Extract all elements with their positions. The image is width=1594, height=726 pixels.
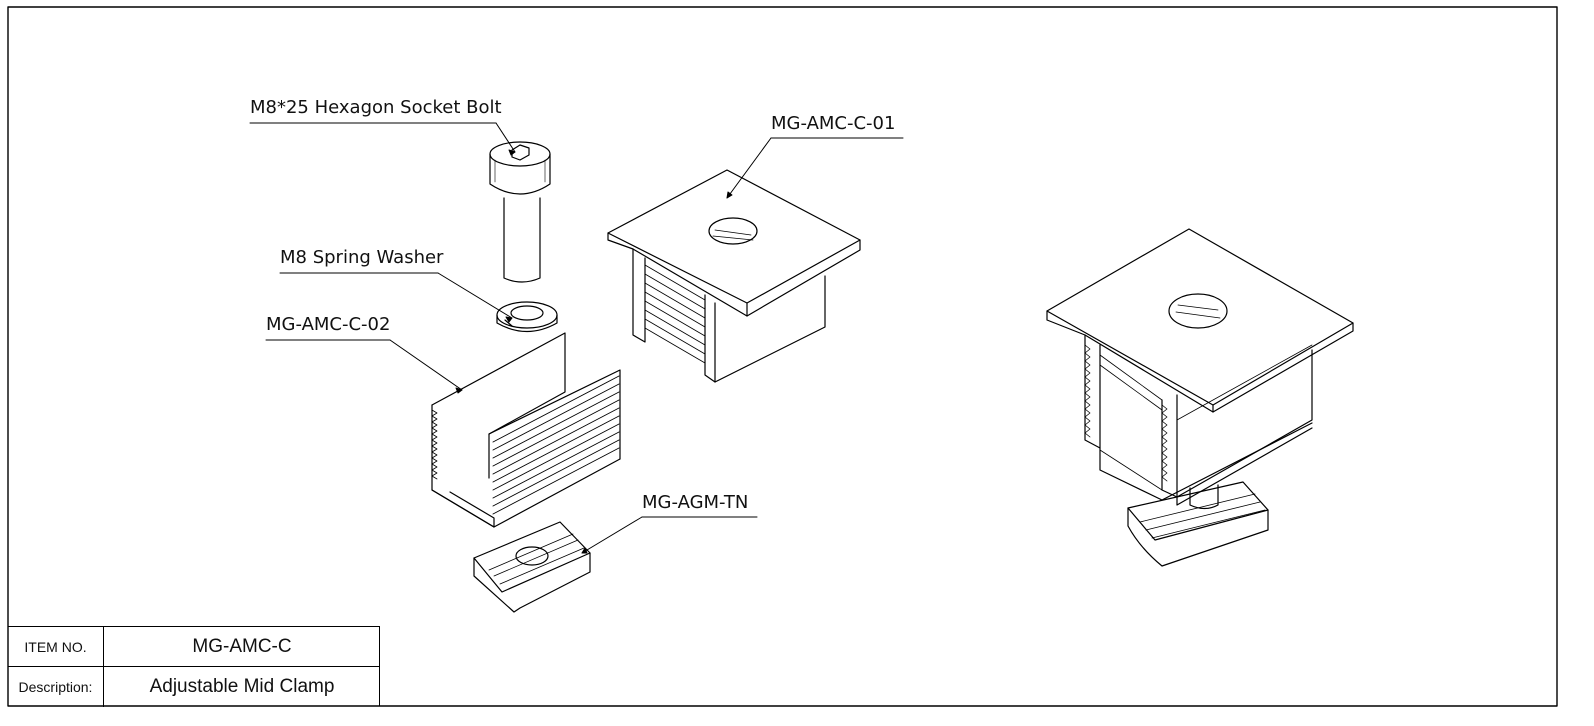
base-channel xyxy=(431,332,621,528)
callout-spring-washer: M8 Spring Washer xyxy=(280,247,444,268)
assembled-mid-clamp xyxy=(1046,228,1354,567)
t-nut-exploded xyxy=(473,521,591,613)
title-block-row-description: Description: Adjustable Mid Clamp xyxy=(8,667,380,707)
hex-socket-bolt xyxy=(489,141,551,283)
top-clamp-exploded xyxy=(607,169,861,383)
leader-lines xyxy=(249,122,904,554)
description-value: Adjustable Mid Clamp xyxy=(149,676,335,697)
callout-t-nut: MG-AGM-TN xyxy=(642,492,749,513)
callout-hex-socket-bolt: M8*25 Hexagon Socket Bolt xyxy=(250,97,502,118)
description-label: Description: xyxy=(8,667,104,707)
sheet-border xyxy=(7,6,1558,707)
title-block: ITEM NO. MG-AMC-C Description: Adjustabl… xyxy=(8,626,380,707)
callout-top-clamp: MG-AMC-C-01 xyxy=(771,113,896,134)
item-no-label: ITEM NO. xyxy=(8,627,104,666)
callout-base-channel: MG-AMC-C-02 xyxy=(266,314,391,335)
title-block-row-item-no: ITEM NO. MG-AMC-C xyxy=(8,627,380,667)
spring-washer xyxy=(496,301,558,332)
item-no-value: MG-AMC-C xyxy=(192,635,292,657)
